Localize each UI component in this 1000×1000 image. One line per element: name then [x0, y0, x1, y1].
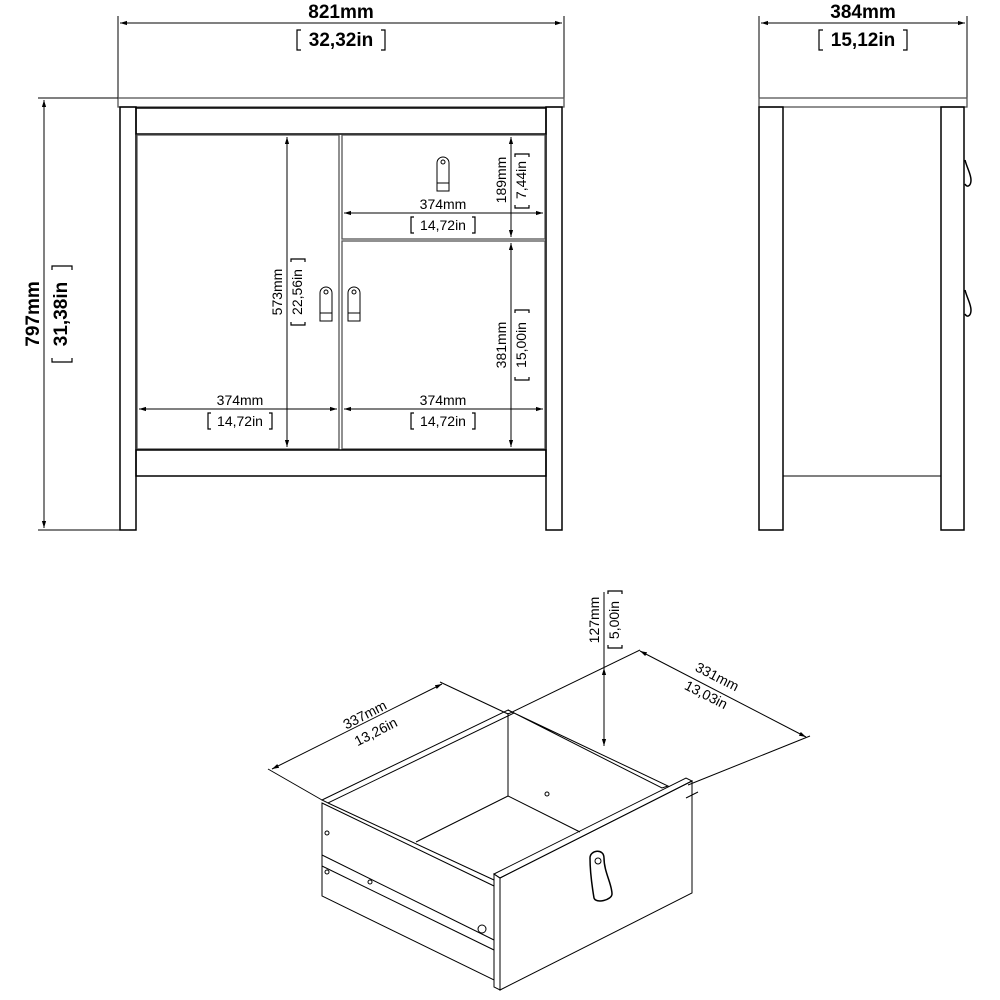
left-door-width-in-label: 14,72in: [217, 413, 263, 429]
height-in-label: 31,38in: [51, 282, 72, 346]
top-rail: [135, 107, 547, 135]
right-door-height-mm-label: 381mm: [493, 322, 509, 369]
right-door-handle-icon: [347, 286, 361, 322]
right-leg: [545, 106, 563, 531]
drawer-handle-icon: [436, 156, 450, 192]
left-door-handle-icon: [319, 286, 333, 322]
left-leg: [119, 106, 137, 531]
left-door: [136, 134, 340, 450]
width-in-label: 32,32in: [309, 30, 373, 51]
drawer-height-mm-label: 189mm: [493, 157, 509, 204]
right-door-width-mm-label: 374mm: [420, 392, 467, 408]
width-mm-label: 821mm: [308, 2, 374, 23]
depth-mm-label: 384mm: [830, 2, 896, 23]
drawer-height-mm-label: 127mm: [586, 597, 602, 644]
drawer-height-in-label: 5,00in: [606, 601, 622, 639]
right-door-width-in-label: 14,72in: [420, 413, 466, 429]
right-door: [341, 240, 546, 450]
side-view: 384mm 15,12in: [758, 2, 972, 531]
bottom-rail: [135, 449, 547, 477]
left-door-width-mm-label: 374mm: [217, 392, 264, 408]
side-back-leg: [758, 106, 784, 531]
drawer-width-mm-label: 374mm: [420, 196, 467, 212]
drawer-height-in-label: 7,44in: [513, 161, 529, 199]
side-front-leg: [940, 106, 965, 531]
left-door-height-mm-label: 573mm: [269, 269, 285, 316]
drawer-front: [341, 134, 546, 240]
left-door-height-in-label: 22,56in: [289, 269, 305, 315]
side-handle-icon: [964, 289, 972, 317]
drawer-isometric-view: 337mm 13,26in 331mm 13,03in 127mm 5,00in: [267, 590, 811, 991]
drawer-width-in-label: 14,72in: [420, 217, 466, 233]
height-mm-label: 797mm: [23, 281, 44, 347]
side-top: [758, 97, 968, 108]
depth-in-label: 15,12in: [831, 30, 895, 51]
cabinet-top: [117, 97, 565, 108]
right-door-height-in-label: 15,00in: [513, 322, 529, 368]
drawer-front-handle-icon: [589, 850, 613, 902]
front-view: 821mm 32,32in 797mm 31,38in 573mm 22,56i…: [23, 2, 565, 531]
side-handle-icon: [964, 159, 972, 187]
